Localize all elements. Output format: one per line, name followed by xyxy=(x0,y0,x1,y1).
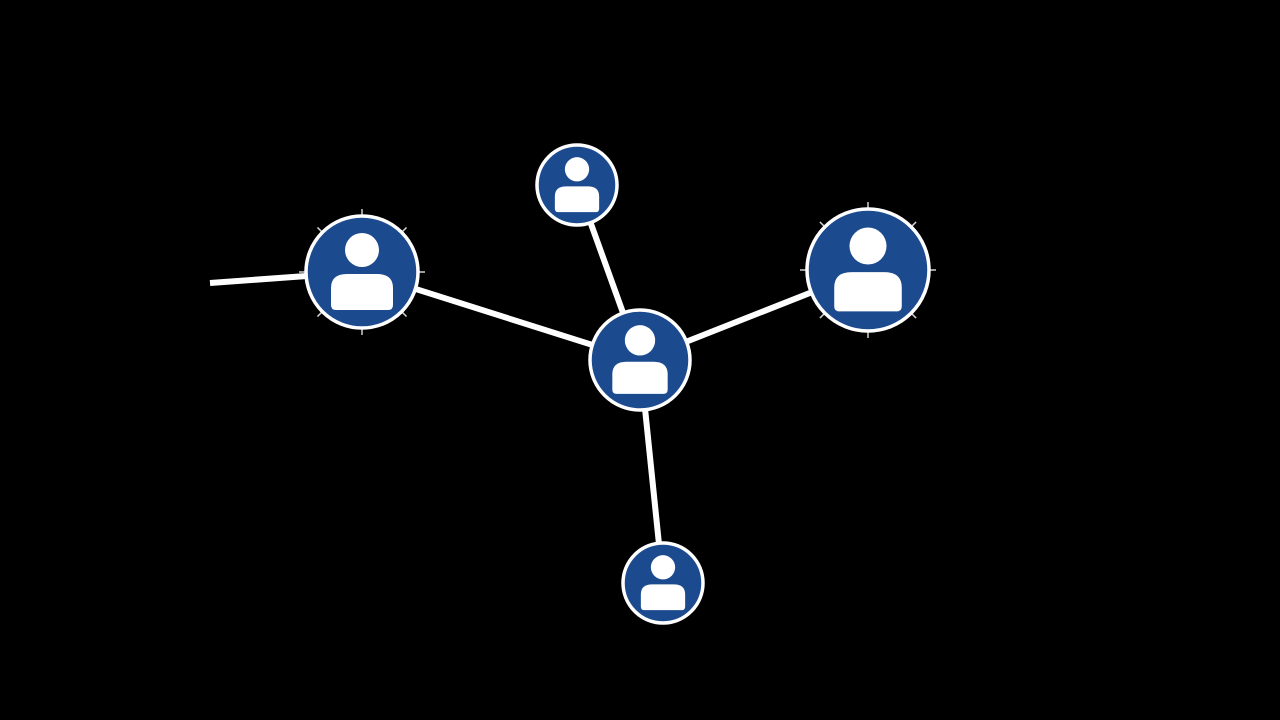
nodes xyxy=(299,143,936,625)
node-right xyxy=(800,202,936,338)
tick-mark xyxy=(316,311,323,318)
user-icon xyxy=(554,157,600,213)
node-center xyxy=(588,308,692,412)
node-circle xyxy=(588,308,692,412)
tick-mark xyxy=(401,226,408,233)
node-bottom xyxy=(621,541,705,625)
tick-mark xyxy=(911,221,917,227)
node-circle xyxy=(304,214,420,330)
user-icon xyxy=(612,325,668,394)
tick-mark xyxy=(819,221,825,227)
tick-mark xyxy=(819,313,825,319)
node-left xyxy=(299,209,425,335)
user-icon xyxy=(640,555,686,611)
tick-mark xyxy=(911,313,917,319)
user-icon xyxy=(834,227,902,312)
node-circle xyxy=(621,541,705,625)
node-circle xyxy=(805,207,931,333)
tick-mark xyxy=(316,226,323,233)
node-top xyxy=(535,143,619,227)
node-circle xyxy=(535,143,619,227)
edges xyxy=(209,183,870,584)
user-icon xyxy=(331,233,393,310)
tick-mark xyxy=(401,311,408,318)
